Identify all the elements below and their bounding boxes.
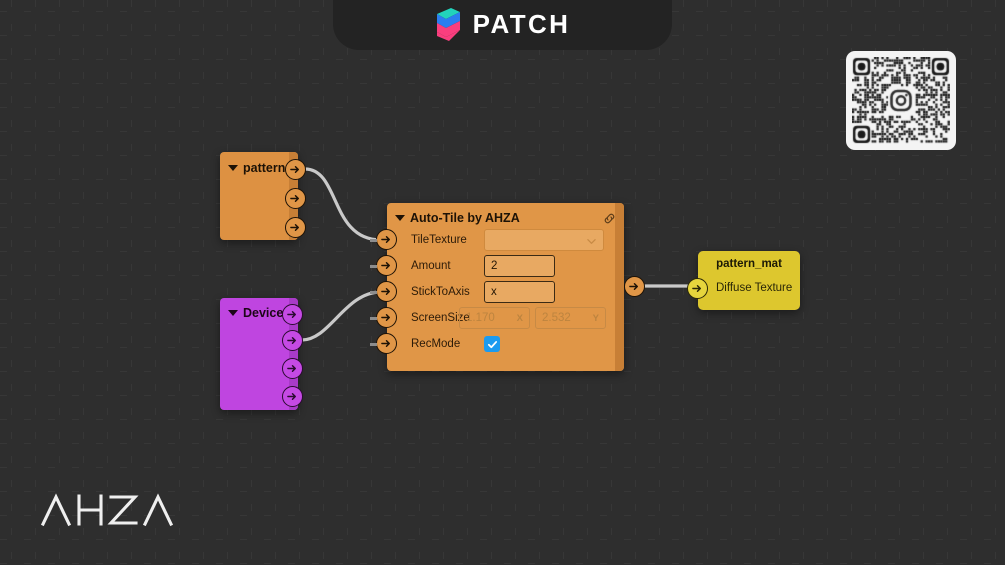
triangle-down-icon[interactable]	[395, 215, 405, 221]
input-amount[interactable]: 2	[484, 255, 555, 277]
arrow-right-icon	[287, 393, 296, 400]
dropdown-tiletexture[interactable]	[484, 229, 604, 251]
arrow-right-icon	[290, 166, 299, 173]
node-device-output-port-0[interactable]	[282, 304, 303, 325]
node-pattern-mat-slot-label: Diffuse Texture	[716, 282, 793, 294]
node-edge-strip	[615, 203, 624, 371]
node-auto-tile[interactable]: Auto-Tile by AHZA TileTexture	[370, 203, 645, 371]
node-device-output-port-2[interactable]	[282, 358, 303, 379]
node-auto-tile-output-port-0[interactable]	[624, 276, 645, 297]
label-tiletexture: TileTexture	[411, 234, 467, 246]
arrow-right-icon	[290, 224, 299, 231]
port-stub	[370, 265, 377, 268]
input-screensize-y[interactable]: 2.532 Y	[535, 307, 606, 329]
row-sticktoaxis: StickToAxis x	[370, 281, 624, 303]
input-port-recmode[interactable]	[370, 333, 397, 354]
row-screensize: ScreenSize 1.170 X 2.532 Y	[370, 307, 624, 329]
screensize-y-value: 2.532	[542, 312, 571, 324]
arrow-right-icon	[381, 262, 390, 269]
instagram-qr-code[interactable]	[846, 51, 956, 150]
node-pattern-output-port-2[interactable]	[285, 217, 306, 238]
node-pattern-output-port-1[interactable]	[285, 188, 306, 209]
arrow-right-icon	[287, 337, 296, 344]
row-recmode: RecMode	[370, 333, 624, 355]
arrow-right-icon	[692, 285, 701, 292]
arrow-right-icon	[381, 314, 390, 321]
node-device-output-port-1[interactable]	[282, 330, 303, 351]
node-pattern[interactable]: pattern	[220, 152, 306, 240]
port-stub	[370, 239, 377, 242]
triangle-down-icon[interactable]	[228, 165, 238, 171]
app-header-bar: PATCH	[333, 0, 672, 50]
arrow-right-icon	[629, 283, 638, 290]
wire-pattern-to-tiletexture	[303, 167, 383, 242]
row-amount: Amount 2	[370, 255, 624, 277]
arrow-right-icon	[381, 236, 390, 243]
row-tiletexture: TileTexture	[370, 229, 624, 251]
node-pattern-output-port-0[interactable]	[285, 159, 306, 180]
qr-code-canvas	[852, 57, 950, 144]
arrow-right-icon	[381, 340, 390, 347]
node-auto-tile-title: Auto-Tile by AHZA	[395, 211, 520, 225]
node-auto-tile-header: Auto-Tile by AHZA	[395, 211, 616, 225]
input-port-screensize[interactable]	[370, 307, 397, 328]
label-sticktoaxis: StickToAxis	[411, 286, 470, 298]
node-pattern-mat-input-port-0[interactable]	[687, 278, 708, 299]
label-screensize: ScreenSize	[411, 312, 470, 324]
node-device-title: Device	[228, 306, 283, 320]
arrow-right-icon	[287, 311, 296, 318]
node-pattern-mat-title: pattern_mat	[716, 258, 782, 270]
input-screensize-x[interactable]: 1.170 X	[459, 307, 530, 329]
port-stub	[370, 291, 377, 294]
wire-device-to-sticktoaxis	[300, 290, 383, 342]
arrow-right-icon	[287, 365, 296, 372]
screensize-x-axis-label: X	[516, 312, 523, 324]
app-title: PATCH	[472, 8, 571, 39]
port-stub	[370, 317, 377, 320]
input-port-tiletexture[interactable]	[370, 229, 397, 250]
port-stub	[370, 343, 377, 346]
node-pattern-mat[interactable]: pattern_mat Diffuse Texture	[687, 251, 800, 310]
input-sticktoaxis[interactable]: x	[484, 281, 555, 303]
label-amount: Amount	[411, 260, 451, 272]
link-icon[interactable]	[603, 212, 616, 225]
screensize-y-axis-label: Y	[592, 312, 599, 324]
chevron-down-icon	[587, 239, 596, 244]
node-device-output-port-3[interactable]	[282, 386, 303, 407]
node-pattern-title: pattern	[228, 161, 285, 175]
arrow-right-icon	[381, 288, 390, 295]
ahza-watermark-logo	[41, 492, 175, 528]
input-port-amount[interactable]	[370, 255, 397, 276]
node-device[interactable]: Device	[220, 298, 303, 410]
arrow-right-icon	[290, 195, 299, 202]
checkbox-recmode[interactable]	[484, 336, 500, 352]
input-port-sticktoaxis[interactable]	[370, 281, 397, 302]
triangle-down-icon[interactable]	[228, 310, 238, 316]
patch-logo-icon	[436, 7, 460, 41]
label-recmode: RecMode	[411, 338, 461, 350]
node-edge-strip	[289, 298, 298, 410]
screensize-x-value: 1.170	[466, 312, 495, 324]
check-icon	[487, 340, 497, 348]
